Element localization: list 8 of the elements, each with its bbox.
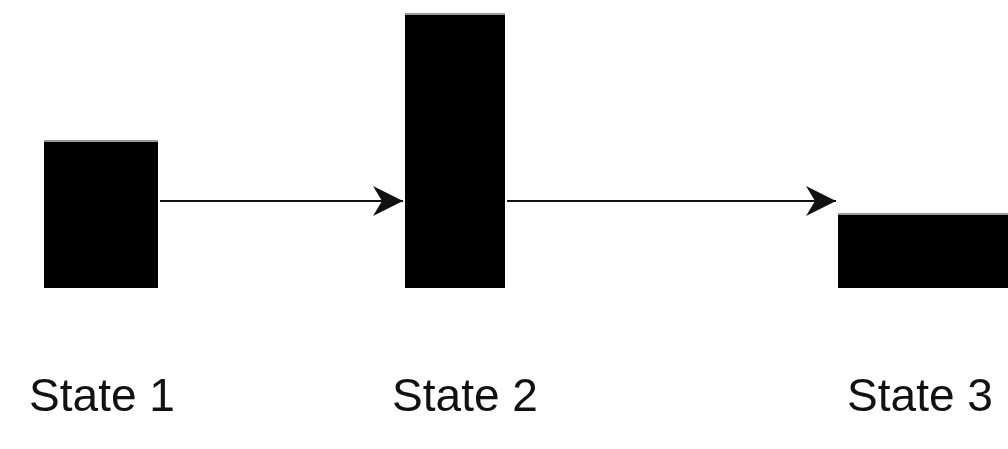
state-label: State 1	[29, 372, 175, 418]
bar	[838, 213, 1008, 288]
arrow	[159, 186, 404, 216]
bar	[44, 140, 158, 288]
arrow	[506, 186, 837, 216]
state-label: State 3	[847, 372, 993, 418]
bar	[405, 13, 505, 288]
state-label: State 2	[392, 372, 538, 418]
